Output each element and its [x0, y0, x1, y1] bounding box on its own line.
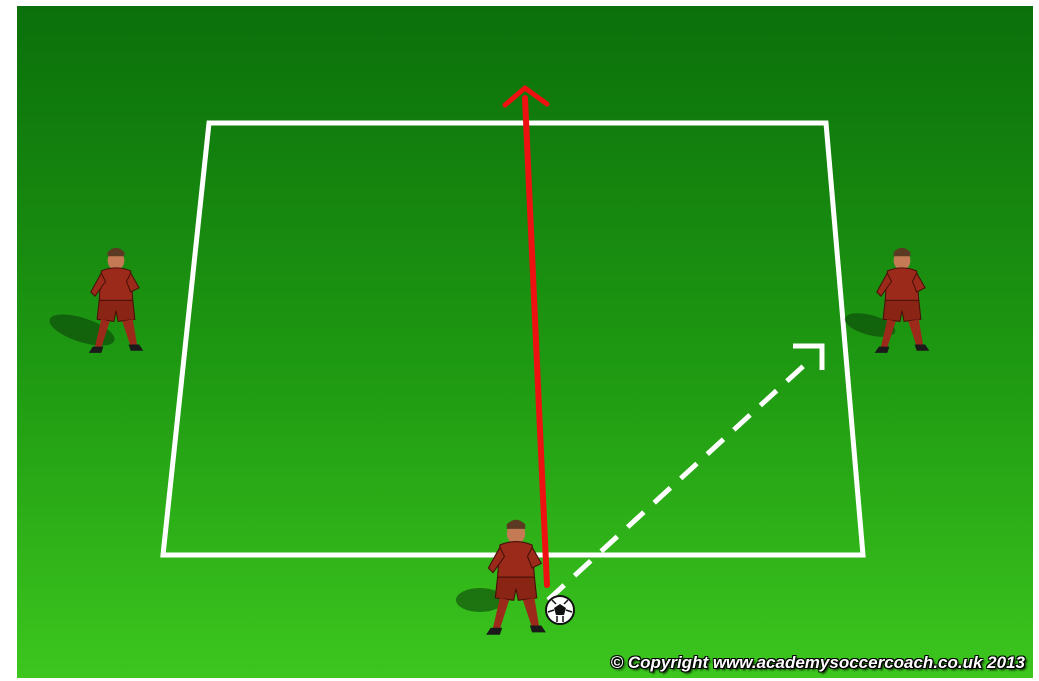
copyright-text: © Copyright www.academysoccercoach.co.uk… [611, 653, 1025, 673]
soccer-ball-icon [546, 596, 574, 624]
